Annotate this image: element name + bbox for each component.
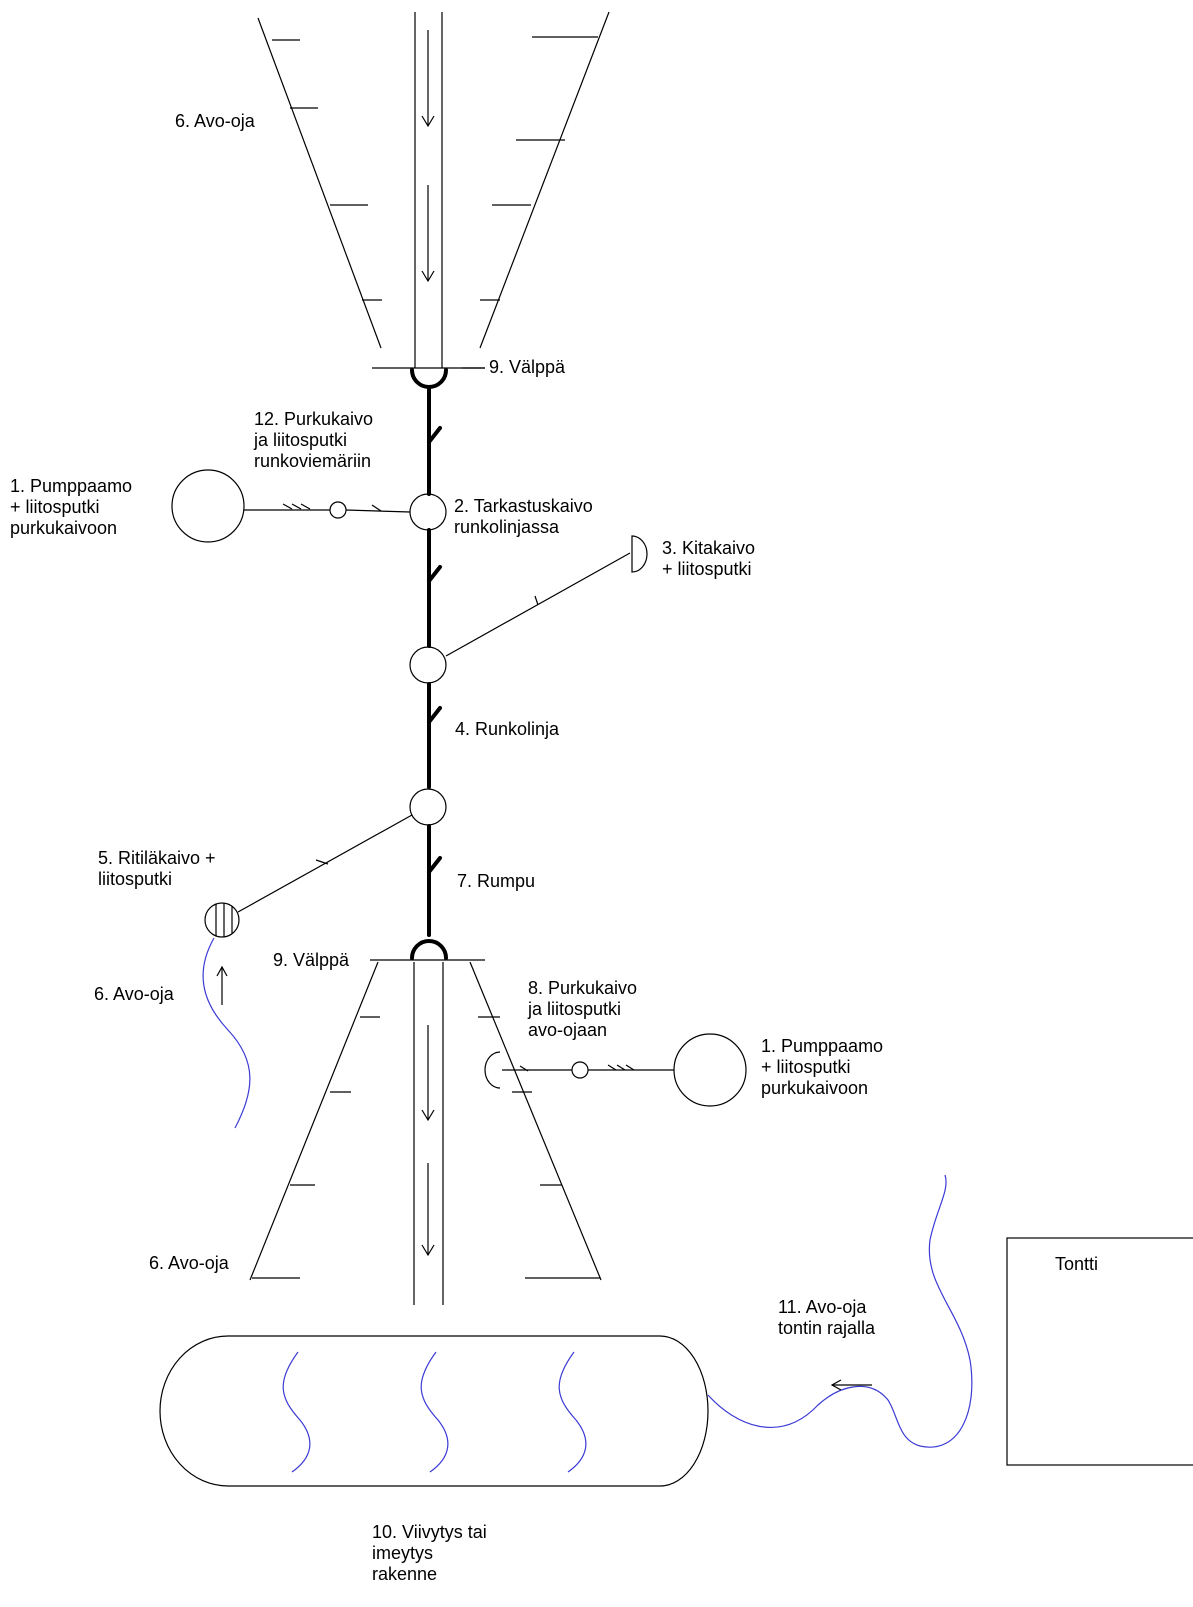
label-purkukaivo-8: 8. Purkukaivo ja liitosputki avo-ojaan	[528, 978, 638, 1040]
label-purkukaivo-12: 12. Purkukaivo ja liitosputki runkoviemä…	[254, 409, 374, 471]
inspection-well-3	[409, 788, 447, 826]
retention-structure	[159, 1335, 709, 1487]
inspection-well-2	[409, 646, 447, 684]
label-rumpu: 7. Rumpu	[457, 871, 536, 891]
grate-top	[372, 367, 485, 389]
label-tarkastuskaivo: 2. Tarkastuskaivo runkolinjassa	[454, 496, 593, 537]
ditch-top	[257, 11, 610, 368]
grease-trap	[445, 535, 648, 657]
pumping-station-left	[171, 469, 411, 543]
grate-bottom	[370, 939, 485, 961]
label-pumppaamo-left: 1. Pumppaamo + liitosputki purkukaivoon	[10, 476, 133, 538]
label-viivytys: 10. Viivytys tai imeytys rakenne	[372, 1522, 487, 1584]
grate-well	[202, 814, 413, 1129]
trunk-line	[427, 385, 442, 937]
plot-ditch	[707, 1174, 973, 1448]
label-kitakaivo: 3. Kitakaivo + liitosputki	[662, 538, 756, 579]
label-avo-oja-tontti: 11. Avo-oja tontin rajalla	[778, 1297, 876, 1338]
label-valppa-top: 9. Välppä	[489, 357, 566, 377]
ditch-bottom	[249, 961, 602, 1305]
label-pumppaamo-right: 1. Pumppaamo + liitosputki purkukaivoon	[761, 1036, 884, 1098]
inspection-well-1	[409, 493, 447, 531]
label-tontti: Tontti	[1055, 1254, 1099, 1274]
label-runkolinja: 4. Runkolinja	[455, 719, 560, 739]
label-avo-oja-left: 6. Avo-oja	[94, 984, 174, 1004]
label-ritilakaivo: 5. Ritiläkaivo + liitosputki	[98, 848, 216, 889]
label-avo-oja-bottom: 6. Avo-oja	[149, 1253, 229, 1273]
label-valppa-bottom: 9. Välppä	[273, 950, 350, 970]
label-avo-oja-top: 6. Avo-oja	[175, 111, 255, 131]
plot-box	[1006, 1237, 1193, 1466]
discharge-well-right	[484, 1033, 747, 1107]
